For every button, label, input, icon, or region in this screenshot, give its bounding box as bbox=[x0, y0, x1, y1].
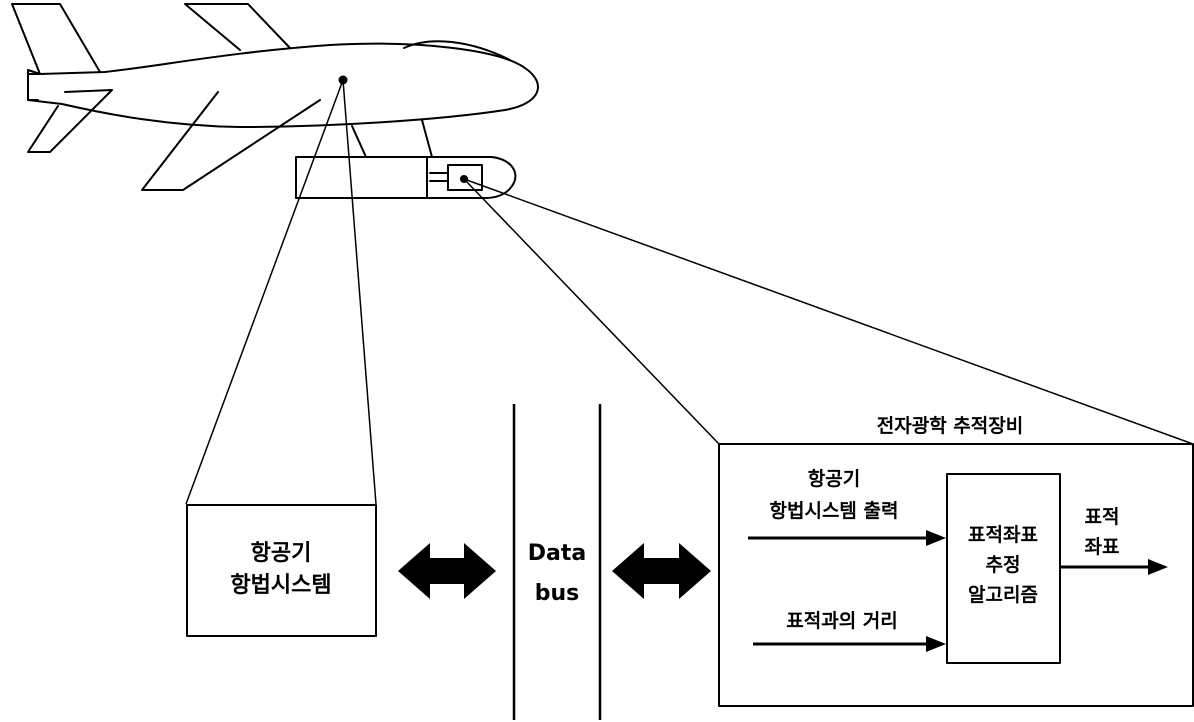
input-nav-label-line1: 항공기 bbox=[808, 468, 860, 490]
data-bus-label-line2: bus bbox=[535, 581, 580, 606]
eo-tracker-box bbox=[718, 443, 1194, 707]
data-bus-label-line1: Data bbox=[528, 541, 586, 566]
aircraft-cockpit bbox=[403, 40, 511, 61]
nav-system-label-line2: 항법시스템 bbox=[230, 573, 331, 598]
input-range-label: 표적과의 거리 bbox=[786, 610, 898, 632]
aircraft-far-wing bbox=[184, 3, 291, 51]
aircraft-horizontal-stabilizer bbox=[27, 89, 113, 153]
eo-tracker-title: 전자광학 추적장비 bbox=[877, 415, 1023, 437]
aircraft-illustration bbox=[11, 3, 539, 199]
aircraft-tail-fin bbox=[11, 3, 101, 75]
algorithm-label-line1: 표적좌표 bbox=[968, 524, 1038, 546]
input-nav-label-line2: 항법시스템 출력 bbox=[770, 500, 899, 522]
sensor-head bbox=[447, 164, 483, 191]
sensor-pod bbox=[295, 156, 517, 199]
output-label-line2: 좌표 bbox=[1085, 536, 1120, 558]
projection-lines bbox=[185, 79, 1194, 505]
aircraft-near-wing bbox=[141, 91, 321, 191]
aircraft-tail-cap bbox=[27, 73, 43, 101]
algorithm-label-line3: 알고리즘 bbox=[968, 584, 1038, 606]
nav-system-box bbox=[186, 504, 377, 637]
double-arrow-right bbox=[612, 543, 711, 599]
eo-tracker-block: 전자광학 추적장비 항공기 항법시스템 출력 표적과의 거리 표적좌표 추정 알… bbox=[718, 415, 1194, 707]
data-bus: Data bus bbox=[512, 404, 602, 720]
double-arrow-left bbox=[398, 543, 496, 599]
nav-system-block: 항공기 항법시스템 bbox=[186, 504, 377, 637]
algorithm-label-line2: 추정 bbox=[986, 554, 1021, 576]
pod-pylon-rear bbox=[421, 119, 433, 158]
aircraft-fuselage bbox=[27, 42, 539, 128]
output-label-line1: 표적 bbox=[1085, 506, 1120, 528]
pod-pylon-front bbox=[351, 125, 367, 158]
nav-system-label-line1: 항공기 bbox=[251, 541, 312, 566]
